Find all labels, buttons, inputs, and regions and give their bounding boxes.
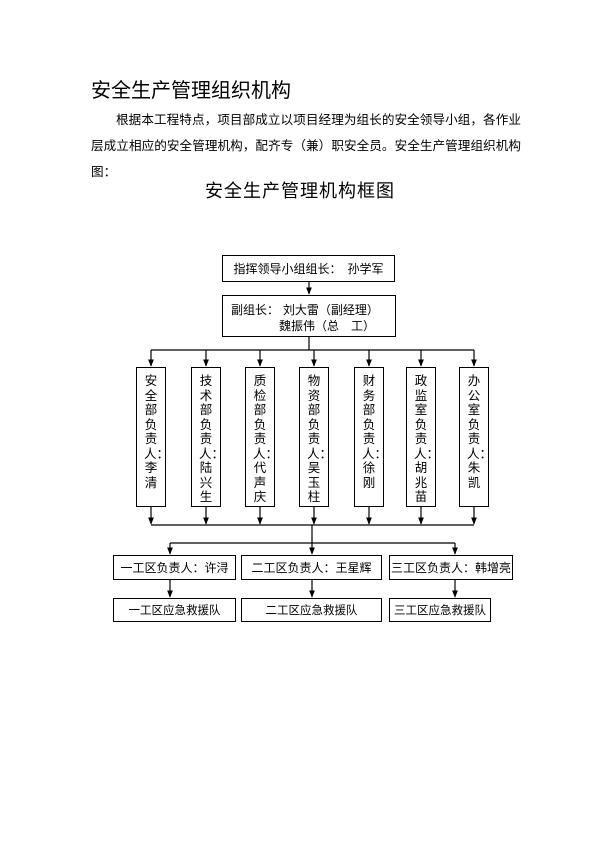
dept-box-safety: 安全部负责人：李清 xyxy=(136,367,170,507)
leader-label: 指挥领导小组组长： 孙学军 xyxy=(233,262,384,276)
dept-box-quality: 质检部负责人：代声庆 xyxy=(245,367,279,507)
deputy-line-1: 副组长： 刘大雷（副经理） xyxy=(231,303,379,317)
zone-label: 二工区负责人：王星辉 xyxy=(251,561,372,575)
dept-box-supervision: 政监室负责人：胡兆苗 xyxy=(406,367,440,507)
deputy-line-2: 魏振伟（总 工） xyxy=(279,319,376,333)
dept-label: 物资部负责人：吴玉柱 xyxy=(307,373,333,504)
team-box-2: 二工区应急救援队 xyxy=(241,598,382,622)
team-label: 一工区应急救援队 xyxy=(128,603,221,617)
intro-paragraph: 根据本工程特点，项目部成立以项目经理为组长的安全领导小组，各作业层成立相应的安全… xyxy=(91,112,521,179)
dept-label: 政监室负责人：胡兆苗 xyxy=(414,373,440,504)
dept-label: 安全部负责人：李清 xyxy=(144,373,170,490)
zone-box-1: 一工区负责人：许浔 xyxy=(113,555,236,580)
leader-box: 指挥领导小组组长： 孙学军 xyxy=(222,255,395,282)
team-box-1: 一工区应急救援队 xyxy=(113,598,236,622)
team-box-3: 三工区应急救援队 xyxy=(389,598,491,622)
zone-label: 一工区负责人：许浔 xyxy=(120,561,229,575)
zone-box-3: 三工区负责人：韩增亮 xyxy=(389,555,513,580)
team-label: 二工区应急救援队 xyxy=(265,603,358,617)
dept-label: 质检部负责人：代声庆 xyxy=(253,373,279,504)
dept-label: 办公室负责人：朱凯 xyxy=(467,373,493,490)
dept-label: 财务部负责人：徐刚 xyxy=(362,373,388,490)
section-heading: 安全生产管理组织机构 xyxy=(91,78,291,102)
dept-box-finance: 财务部负责人：徐刚 xyxy=(354,367,388,507)
deputy-box: 副组长： 刘大雷（副经理） 魏振伟（总 工） xyxy=(222,295,396,337)
dept-box-materials: 物资部负责人：吴玉柱 xyxy=(299,367,333,507)
org-chart-title: 安全生产管理机构框图 xyxy=(205,181,395,202)
zone-box-2: 二工区负责人：王星辉 xyxy=(241,555,382,580)
team-label: 三工区应急救援队 xyxy=(394,603,486,617)
zone-label: 三工区负责人：韩增亮 xyxy=(390,561,511,575)
dept-box-technical: 技术部负责人：陆兴生 xyxy=(191,367,225,507)
dept-box-office: 办公室负责人：朱凯 xyxy=(459,367,493,507)
dept-label: 技术部负责人：陆兴生 xyxy=(199,373,225,504)
